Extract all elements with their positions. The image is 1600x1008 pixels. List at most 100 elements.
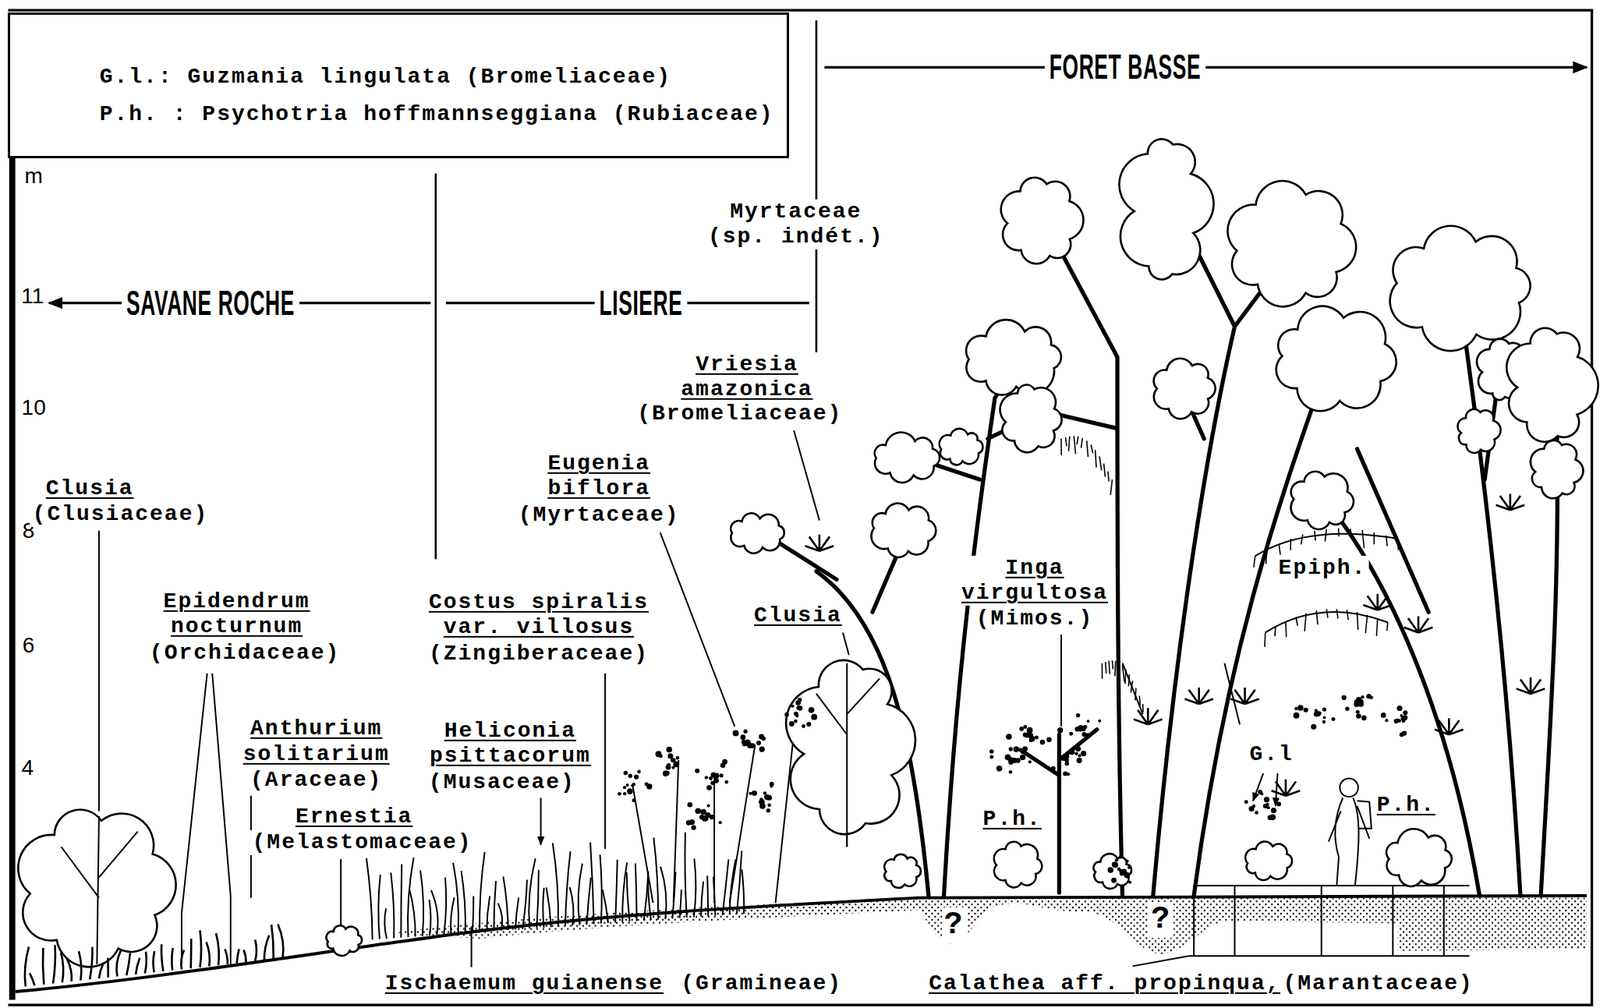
leaf-cluster [1076,713,1080,718]
grass-blade [461,870,466,934]
leaf-cluster [1020,750,1025,754]
leaf-cluster [718,773,723,778]
leaf-cluster [996,765,1003,772]
epiphyte-fringe [1263,632,1266,647]
epiphyte-fringe [1086,440,1089,457]
rock-savanna-plant [244,950,247,963]
leaf-cluster [759,797,763,801]
leaf-cluster [701,817,705,821]
shrub [884,854,921,889]
leaf-cluster [707,804,711,808]
leaf-cluster [748,792,752,796]
grass-blade [615,860,618,924]
rock-savanna-plant [29,973,35,986]
grass-blade [502,876,508,931]
epiphyte-fringe [1111,660,1113,670]
question-mark: ? [1148,902,1174,939]
leaf-cluster [676,756,680,761]
family-label: (Mimos.) [973,606,1096,632]
bromeliad [1434,718,1464,735]
rock-savanna-plant [237,948,240,963]
tree-crown [1227,180,1356,307]
leaf-cluster [708,776,713,781]
bromeliad [1184,687,1214,705]
species-label: Clusia [751,603,845,629]
epiphyte-fringe [1130,680,1133,693]
epiphyte-fringe [1095,449,1097,468]
grass-blade [586,877,591,925]
rock-savanna-plant [254,939,257,961]
family-label: (Clusiaceae) [30,501,212,527]
rock-savanna-plant [78,951,82,981]
rock-savanna-plant [224,948,227,964]
rock-savanna-plant [189,938,192,969]
leaf-cluster [1330,717,1335,722]
species-label: Anthurium solitarium [237,716,396,767]
leaf-cluster [637,769,641,774]
epiphyte-fringe [1274,626,1276,637]
leaf-cluster [1066,772,1070,776]
leaf-cluster [1107,867,1114,874]
epiphyte-fringe [1105,661,1107,674]
leaf-cluster [1078,728,1082,732]
grass-blade [453,863,459,935]
grass-blade [498,903,503,931]
leaf-cluster [1046,737,1052,744]
tree-crown [1001,177,1084,265]
leaf-cluster [1115,858,1119,862]
rock-savanna-plant [99,962,104,979]
family-label: (Zingiberaceae) [426,641,652,667]
rock-savanna-plant [264,935,270,961]
leaf-cluster [626,783,630,787]
epiphyte-fringe [1108,661,1110,675]
leaf-cluster [662,770,670,777]
family-label: Myrtaceae (sp. indét.) [701,199,890,250]
leaf-cluster [715,775,719,779]
leaf-cluster [667,753,673,759]
leaf-cluster [1260,792,1264,796]
leaf-cluster [666,763,671,768]
leaf-cluster [1358,701,1364,708]
family-label: Epiph. [1276,555,1370,581]
leaf-cluster [810,714,818,721]
leaf-cluster [694,768,700,774]
grass-blade [552,842,559,927]
epiphyte-fringe [1104,463,1106,478]
rock-savanna-plant [126,952,131,976]
zone-heading: LISIERE [594,283,687,323]
epiphyte-fringe [1376,618,1377,637]
frame [7,10,1592,1006]
axis-tick: m [22,163,46,189]
tree-crown [1118,138,1214,280]
leaf-cluster [793,719,798,724]
grass-blade [626,872,631,922]
leaf-cluster [1118,855,1123,860]
leaf-cluster [1366,693,1371,699]
shrub [1245,841,1293,880]
leaf-cluster [759,746,765,752]
leaf-cluster [1293,712,1300,719]
grass-blade [384,908,387,939]
species-label: Vriesia amazonica [675,352,820,403]
grass-blade [400,864,403,939]
epiphyte-fringe [1397,538,1399,550]
epiphyte-fringe [1387,622,1388,631]
leaf-cluster [1077,753,1081,758]
leaf-cluster [630,784,634,788]
grass-blade [420,870,424,936]
tree-crown [730,513,785,553]
leaf-cluster [1313,711,1320,718]
leaf-cluster [724,780,729,785]
grass-blade [713,877,716,917]
leaf-cluster [1011,757,1017,764]
tree-crown [1530,440,1584,499]
leaf-cluster [718,821,723,825]
leaf-cluster [1024,733,1030,739]
leaf-cluster [1019,754,1026,761]
zone-heading: FORET BASSE [1044,47,1206,88]
grass-blade [660,867,666,920]
epiphyte-fringe [1350,528,1353,538]
leaf-cluster [706,785,712,791]
leaf-cluster [1395,718,1400,723]
epiphyte-fringe [1316,610,1318,625]
